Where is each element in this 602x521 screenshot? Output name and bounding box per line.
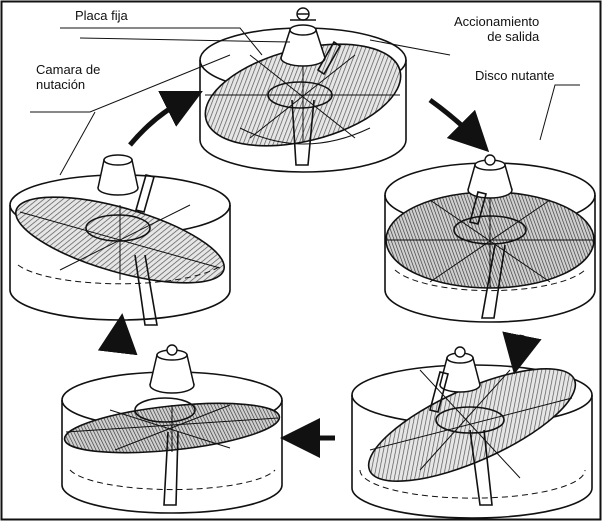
meter-right-upper [385,155,595,322]
meter-right-lower [352,347,592,518]
label-output-drive-line2: de salida [454,29,539,44]
arrow-to-right-upper [430,100,475,138]
meter-top [195,8,411,172]
label-output-drive-line1: Accionamiento [454,14,539,29]
label-nutation-chamber-line2: nutación [36,77,100,92]
meter-left-upper [7,155,232,325]
arrow-to-top [130,100,185,145]
label-nutation-chamber: Camara de nutación [36,62,100,92]
meter-left-lower [62,345,282,513]
leader-nutation-chamber-2 [60,112,95,175]
label-nutating-disc: Disco nutante [475,68,555,83]
leader-nutating-disc [540,85,580,140]
arrow-to-right-lower [518,335,522,355]
leader-fixed-plate [60,28,262,55]
label-output-drive: Accionamiento de salida [454,14,539,44]
arrow-to-left-upper [118,333,120,350]
label-nutation-chamber-line1: Camara de [36,62,100,77]
leader-fixed-plate-2 [80,38,290,42]
label-fixed-plate: Placa fija [75,8,128,23]
